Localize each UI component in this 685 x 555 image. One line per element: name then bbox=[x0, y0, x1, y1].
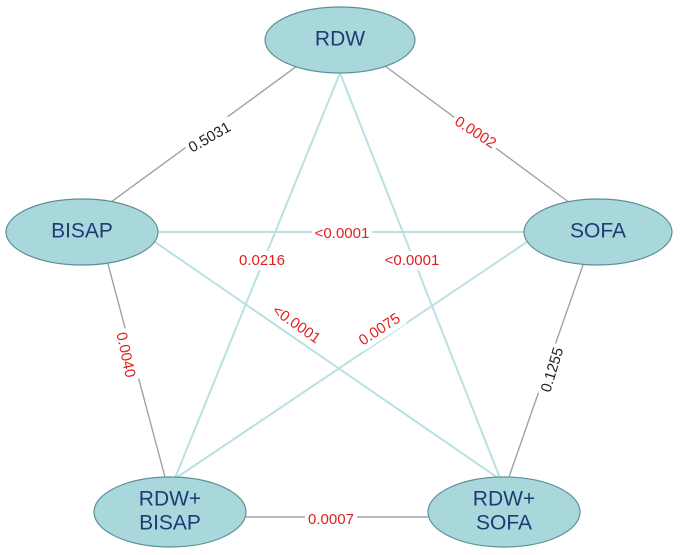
edge-label-rdw-rdwsofa: <0.0001 bbox=[385, 252, 440, 269]
node-ellipse-sofa bbox=[523, 198, 673, 266]
node-sofa: SOFA bbox=[523, 198, 673, 266]
node-ellipse-rdw bbox=[264, 6, 416, 74]
node-rdw-bisap: RDW+BISAP bbox=[93, 476, 247, 548]
node-label-rdw-sofa-line-2: SOFA bbox=[476, 512, 532, 535]
edge-label-bg-rdw-sofa bbox=[448, 110, 503, 155]
edges-layer bbox=[106, 65, 584, 518]
edge-label-rdw-rdwbisap: 0.0216 bbox=[239, 252, 285, 269]
edge-label-sofa-rdwsofa: 0.1255 bbox=[538, 345, 568, 394]
node-rdw: RDW bbox=[264, 6, 416, 74]
edge-label-bg-bisap-rdwsofa bbox=[266, 299, 327, 350]
node-label-rdw-bisap-line-2: BISAP bbox=[139, 512, 201, 535]
edge-label-bisap-sofa: <0.0001 bbox=[315, 225, 370, 242]
node-bisap: BISAP bbox=[5, 198, 159, 266]
node-label-bisap-line-1: BISAP bbox=[51, 220, 113, 243]
edge-rdw-rdwbisap bbox=[174, 72, 341, 479]
node-label-sofa-line-1: SOFA bbox=[570, 220, 626, 243]
node-label-rdw-line-1: RDW bbox=[315, 28, 365, 51]
node-ellipse-rdw-bisap bbox=[93, 476, 247, 548]
edge-label-bg-bisap-sofa bbox=[311, 223, 373, 243]
edge-label-bg-rdwbisap-rdwsofa bbox=[305, 509, 357, 529]
edge-label-bg-sofa-rdwbisap bbox=[352, 307, 407, 352]
edge-label-bg-rdw-rdwsofa bbox=[381, 250, 443, 270]
node-label-rdw-sofa-line-1: RDW+ bbox=[473, 488, 535, 511]
edge-label-bg-sofa-rdwsofa bbox=[535, 342, 570, 398]
node-ellipse-bisap bbox=[5, 198, 159, 266]
edge-sofa-rdwbisap bbox=[175, 241, 528, 479]
edge-label-bg-rdw-rdwbisap bbox=[236, 250, 288, 270]
edge-label-bg-rdw-bisap bbox=[182, 116, 237, 159]
edge-label-bg-bisap-rdwbisap bbox=[110, 327, 141, 383]
edge-bisap-rdwsofa bbox=[154, 241, 499, 479]
edge-label-rdw-bisap: 0.5031 bbox=[186, 119, 234, 157]
node-ellipse-rdw-sofa bbox=[427, 476, 581, 548]
edge-rdw-rdwsofa bbox=[339, 72, 501, 479]
node-rdw-sofa: RDW+SOFA bbox=[427, 476, 581, 548]
node-label-rdw-bisap-line-1: RDW+ bbox=[139, 488, 201, 511]
edge-label-rdwbisap-rdwsofa: 0.0007 bbox=[308, 511, 354, 528]
